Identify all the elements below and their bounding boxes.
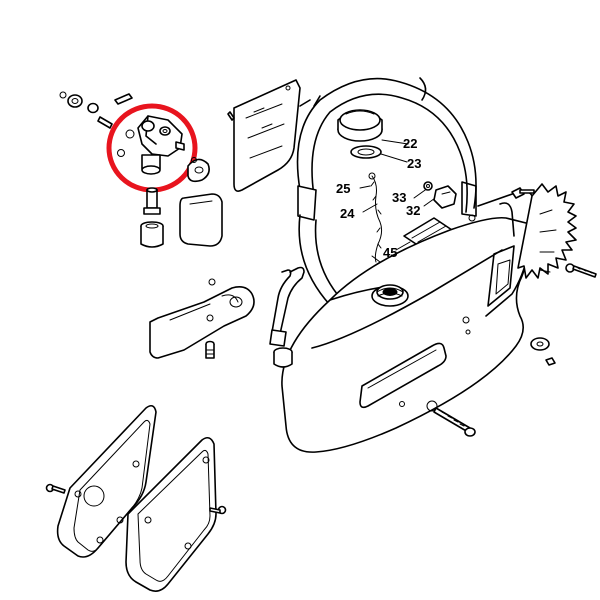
cover-gasket-right bbox=[125, 436, 217, 592]
handle-bracket bbox=[149, 286, 255, 359]
valve-gasket-ring bbox=[187, 157, 210, 183]
small-pin bbox=[227, 111, 235, 121]
gasket-screw-right bbox=[209, 505, 227, 515]
callout-23: 23 bbox=[407, 156, 421, 171]
rubber-buffer-32 bbox=[433, 185, 457, 209]
bumper-bolt-side bbox=[565, 263, 597, 278]
fuel-tank-housing bbox=[281, 190, 538, 453]
fuel-valve-assembly bbox=[137, 115, 185, 175]
callout-33: 33 bbox=[392, 190, 406, 205]
bracket-screw bbox=[205, 340, 215, 359]
housing-fasteners bbox=[399, 214, 476, 437]
fuel-pipe bbox=[269, 266, 305, 368]
small-washer bbox=[208, 278, 216, 286]
callout-32: 32 bbox=[406, 203, 420, 218]
spacer-33 bbox=[423, 181, 433, 191]
handle-bar bbox=[296, 77, 477, 306]
heat-shield-plate bbox=[233, 79, 301, 192]
callout-labels: 22 23 25 33 24 32 45 bbox=[336, 136, 421, 260]
valve-stem bbox=[143, 187, 161, 215]
fuel-pickup-filter bbox=[140, 221, 164, 248]
fuel-cap-seal bbox=[350, 145, 382, 159]
bumper-nut bbox=[530, 337, 556, 366]
spike-bumper bbox=[517, 183, 577, 279]
callout-45: 45 bbox=[383, 245, 397, 260]
small-hardware-topleft bbox=[59, 91, 135, 157]
callout-24: 24 bbox=[340, 206, 355, 221]
filler-neck bbox=[371, 284, 409, 307]
cap-tether-chain bbox=[368, 172, 383, 267]
fuel-cap bbox=[337, 109, 383, 142]
callout-22: 22 bbox=[403, 136, 417, 151]
gasket-screw-left bbox=[45, 483, 66, 494]
foam-pad bbox=[179, 193, 223, 247]
bumper-bolt-top bbox=[511, 187, 535, 199]
callout-25: 25 bbox=[336, 181, 350, 196]
cover-gasket-left bbox=[56, 404, 157, 558]
